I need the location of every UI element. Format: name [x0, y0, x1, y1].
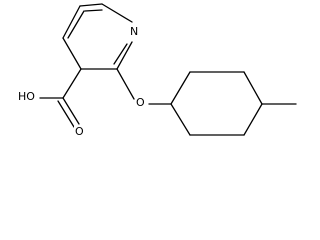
bond-c4-c5: [62, 5, 81, 39]
bond-carbonyl-2: [57, 100, 75, 128]
bond-cy1-cy2: [170, 71, 191, 105]
double-bond-inner-top: [84, 9, 103, 12]
atom-label-hydroxyl: HO: [17, 90, 36, 103]
bond-cy4-cy5: [243, 103, 263, 136]
atom-label-carbonyl-oxygen: O: [74, 125, 85, 138]
bond-c6-n1: [101, 3, 133, 23]
molecule-structure: N O O HO: [17, 3, 297, 138]
double-bond-inner-right: [113, 43, 128, 65]
bond-c3-c4: [62, 37, 82, 70]
bond-c3-carboxyl: [62, 68, 82, 99]
atom-label-nitrogen: N: [129, 25, 140, 38]
atom-label-ether-oxygen: O: [135, 96, 146, 109]
bond-cy3-cy4: [243, 71, 263, 105]
bond-c2-oxygen: [116, 68, 135, 100]
bond-carbonyl-1: [62, 97, 80, 125]
bond-c5-c6: [79, 3, 103, 7]
bond-skeleton: [39, 3, 297, 136]
double-bond-inner-left: [67, 10, 85, 39]
bond-n1-c2: [116, 41, 133, 70]
bond-cy6-cy1: [170, 103, 191, 136]
